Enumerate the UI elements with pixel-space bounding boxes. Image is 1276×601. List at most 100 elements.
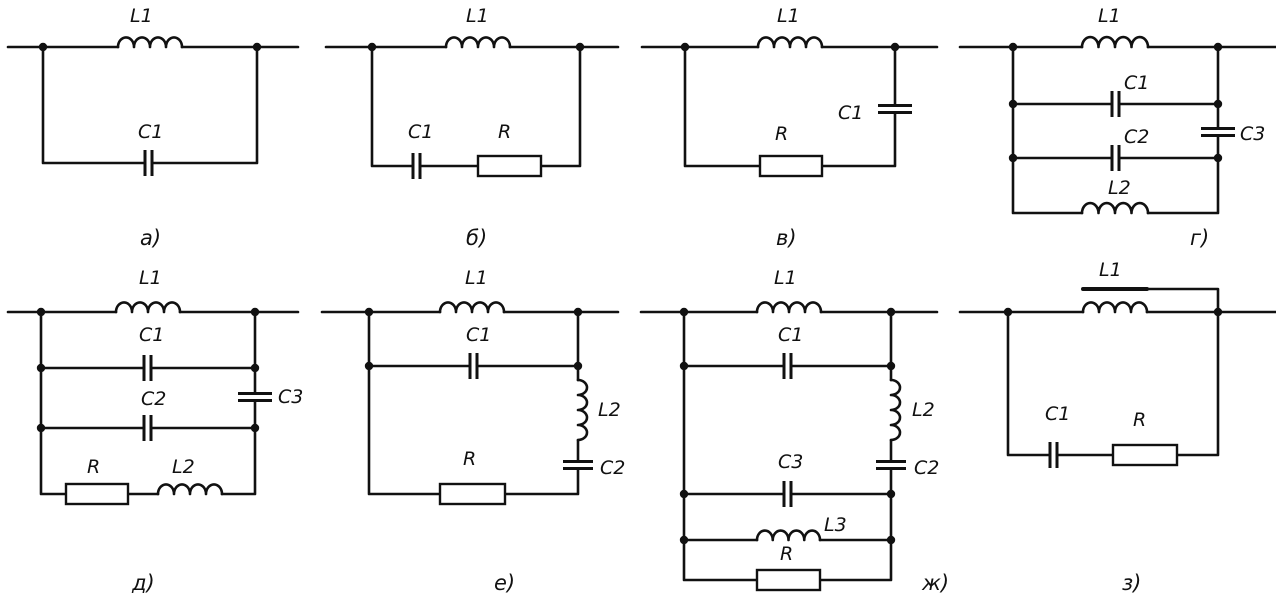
junction-dot: [36, 423, 46, 433]
label-C1: C1: [1124, 72, 1149, 94]
inductor-coil: [116, 36, 184, 49]
junction-dot: [679, 307, 689, 317]
inductor-symbol: [1081, 301, 1149, 314]
junction-dot: [886, 361, 896, 371]
label-L2: L2: [1108, 177, 1131, 199]
inductor-symbol: [114, 301, 182, 314]
capacitor-symbol: [468, 353, 479, 379]
capacitor-symbol: [1110, 91, 1121, 117]
label-L1: L1: [139, 267, 162, 289]
inductor-coil: [156, 483, 224, 496]
wire: [39, 310, 68, 496]
wire: [1146, 134, 1220, 215]
inductor-symbol: [156, 483, 224, 496]
wire: [1145, 287, 1220, 314]
resistor-symbol: [476, 154, 543, 178]
label-C2: C2: [914, 457, 939, 479]
wire: [1006, 310, 1052, 457]
capacitor-symbol: [238, 392, 272, 402]
inductor-symbol: [444, 36, 512, 49]
wire: [539, 45, 582, 168]
wire: [41, 45, 147, 165]
caption-g: г): [1190, 226, 1209, 250]
caption-zh: ж): [921, 571, 949, 595]
inductor-symbol: [755, 529, 822, 542]
inductor-symbol: [438, 301, 506, 314]
capacitor-symbol: [782, 481, 793, 507]
junction-dot: [1213, 153, 1223, 163]
label-L1: L1: [466, 5, 489, 27]
label-C1: C1: [139, 324, 164, 346]
junction-dot: [38, 42, 48, 52]
junction-dot: [886, 489, 896, 499]
capacitor-symbol: [878, 104, 912, 114]
junction-dot: [250, 363, 260, 373]
label-C2: C2: [1124, 126, 1149, 148]
inductor-coil: [755, 529, 822, 542]
inductor-coil: [444, 36, 512, 49]
inductor-coil: [756, 36, 824, 49]
label-L1: L1: [465, 267, 488, 289]
inductor-coil: [1081, 301, 1149, 314]
caption-b: б): [466, 226, 487, 250]
label-L1: L1: [774, 267, 797, 289]
inductor-symbol: [1080, 35, 1150, 49]
inductor-coil: [889, 378, 902, 442]
junction-dot: [36, 363, 46, 373]
label-C1: C1: [838, 102, 863, 124]
junction-dot: [679, 535, 689, 545]
resistor-symbol: [1111, 443, 1179, 467]
junction-dot: [364, 307, 374, 317]
wire: [1011, 45, 1084, 215]
label-R: R: [498, 121, 511, 143]
junction-dot: [573, 307, 583, 317]
junction-dot: [252, 42, 262, 52]
label-C3: C3: [778, 451, 803, 473]
capacitor-symbol: [143, 150, 154, 176]
junction-dot: [573, 361, 583, 371]
resistor-symbol: [755, 568, 822, 592]
label-L2: L2: [598, 399, 621, 421]
junction-dot: [1213, 99, 1223, 109]
caption-d: д): [131, 571, 155, 595]
junction-dot: [1008, 99, 1018, 109]
label-C1: C1: [408, 121, 433, 143]
inductor-coil: [1080, 35, 1150, 49]
junction-dot: [679, 361, 689, 371]
capacitor-symbol: [1201, 127, 1235, 137]
wire: [150, 45, 259, 165]
junction-dot: [886, 535, 896, 545]
inductor-symbol: [576, 378, 589, 442]
label-R: R: [87, 456, 100, 478]
junction-dot: [1008, 42, 1018, 52]
label-C2: C2: [600, 457, 625, 479]
inductor-symbol: [116, 36, 184, 49]
inductor-symbol: [1080, 201, 1150, 215]
capacitor-symbol: [142, 355, 153, 381]
resistor-symbol: [64, 482, 130, 506]
junction-dot: [1213, 42, 1223, 52]
wire: [682, 310, 759, 582]
wire: [367, 310, 442, 496]
wire: [370, 45, 415, 168]
junction-dot: [1008, 153, 1018, 163]
wire: [503, 467, 580, 496]
inductor-symbol: [755, 301, 823, 314]
caption-e: е): [494, 571, 515, 595]
label-C1: C1: [778, 324, 803, 346]
label-R: R: [463, 448, 476, 470]
inductor-coil: [438, 301, 506, 314]
capacitor-symbol: [563, 460, 593, 470]
capacitor-symbol: [876, 460, 906, 470]
junction-dot: [886, 307, 896, 317]
label-C3: C3: [278, 386, 303, 408]
inductor-coil: [114, 301, 182, 314]
label-L2: L2: [172, 456, 195, 478]
label-L3: L3: [824, 514, 847, 536]
junction-dot: [250, 307, 260, 317]
caption-v: в): [776, 226, 797, 250]
junction-dot: [250, 423, 260, 433]
label-C1: C1: [1045, 403, 1070, 425]
inductor-coil: [576, 378, 589, 442]
wire: [220, 399, 257, 496]
